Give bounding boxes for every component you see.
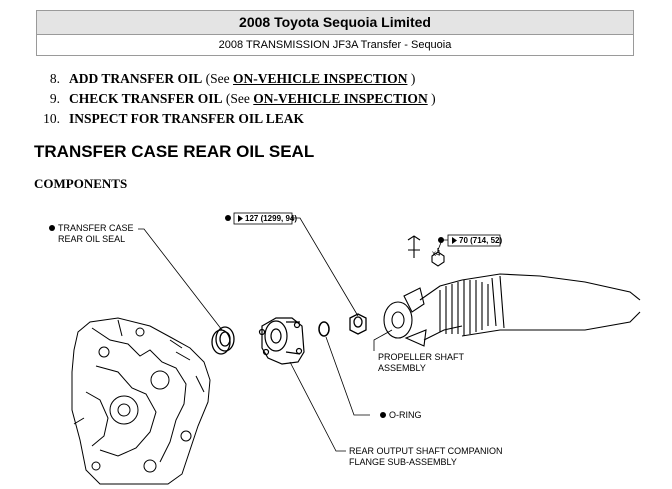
non-reusable-part-bullet-icon: [49, 225, 55, 231]
on-vehicle-inspection-link[interactable]: ON-VEHICLE INSPECTION: [233, 71, 408, 86]
oil-seal-label-line1: TRANSFER CASE: [58, 223, 134, 233]
propeller-label-line1: PROPELLER SHAFT: [378, 352, 465, 362]
step-8: 8. ADD TRANSFER OIL (See ON-VEHICLE INSPE…: [34, 69, 436, 89]
vehicle-title: 2008 Toyota Sequoia Limited: [37, 11, 633, 35]
nut-illustration: [349, 313, 367, 335]
flange-label-line1: REAR OUTPUT SHAFT COMPANION: [349, 446, 503, 456]
see-text: (See: [205, 71, 230, 86]
step-action: INSPECT FOR TRANSFER OIL LEAK: [69, 111, 305, 126]
propeller-label-line2: ASSEMBLY: [378, 363, 426, 373]
step-action: ADD TRANSFER OIL: [69, 71, 203, 86]
non-reusable-part-bullet-icon: [438, 237, 444, 243]
close-paren: ): [431, 91, 436, 106]
nut-torque-value: 127 (1299, 94): [245, 214, 297, 223]
step-9: 9. CHECK TRANSFER OIL (See ON-VEHICLE INS…: [34, 89, 436, 109]
transfer-case-illustration: [71, 317, 211, 485]
section-title: TRANSFER CASE REAR OIL SEAL: [34, 142, 315, 161]
companion-flange-illustration: [258, 317, 305, 365]
o-ring-illustration: [318, 321, 330, 337]
section-subtitle: 2008 TRANSMISSION JF3A Transfer - Sequoi…: [218, 39, 452, 51]
bolt-torque-value: 70 (714, 52): [459, 236, 502, 245]
oil-seal-illustration: [211, 326, 235, 355]
bolt-quantity: x4: [432, 249, 441, 258]
step-action: CHECK TRANSFER OIL: [69, 91, 223, 106]
torque-spec-icon: [447, 234, 501, 247]
components-title: COMPONENTS: [34, 176, 128, 191]
document-header: 2008 Toyota Sequoia Limited 2008 TRANSMI…: [36, 10, 634, 56]
non-reusable-part-bullet-icon: [380, 412, 386, 418]
o-ring-label: O-RING: [389, 410, 422, 420]
step-number: 10.: [43, 111, 60, 126]
step-10: 10. INSPECT FOR TRANSFER OIL LEAK: [34, 109, 436, 129]
leader-lines: [138, 217, 448, 452]
propeller-shaft-illustration: [383, 235, 641, 347]
oil-seal-label-line2: REAR OIL SEAL: [58, 234, 125, 244]
step-number: 9.: [49, 91, 60, 106]
see-text: (See: [225, 91, 250, 106]
procedure-steps: 8. ADD TRANSFER OIL (See ON-VEHICLE INSPE…: [34, 69, 436, 129]
step-number: 8.: [49, 71, 60, 86]
on-vehicle-inspection-link[interactable]: ON-VEHICLE INSPECTION: [253, 91, 428, 106]
flange-label-line2: FLANGE SUB-ASSEMBLY: [349, 457, 457, 467]
non-reusable-part-bullet-icon: [225, 215, 231, 221]
torque-spec-icon: [233, 212, 293, 225]
close-paren: ): [410, 71, 416, 86]
